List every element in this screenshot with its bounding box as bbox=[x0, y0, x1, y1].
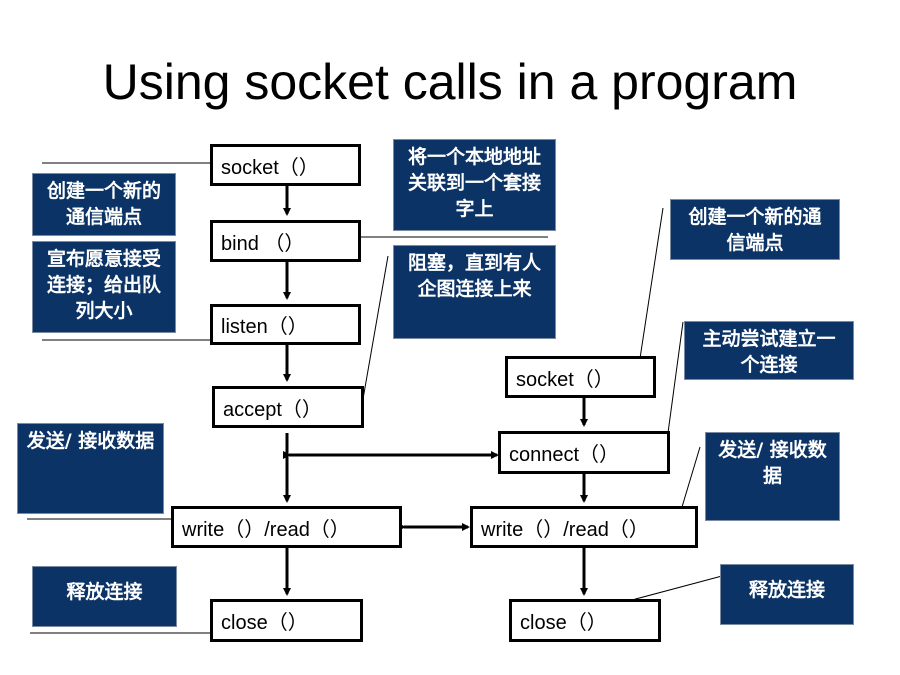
note-try-connect: 主动尝试建立一个连接 bbox=[684, 321, 854, 380]
note-send-recv-left: 发送/ 接收数据 bbox=[17, 423, 164, 514]
client-socket-box: socket（） bbox=[505, 356, 656, 398]
server-bind-box: bind （） bbox=[210, 220, 361, 262]
note-release-left: 释放连接 bbox=[32, 566, 177, 627]
note-send-recv-right: 发送/ 接收数据 bbox=[705, 432, 840, 521]
server-socket-box: socket（） bbox=[210, 144, 361, 186]
note-release-right: 释放连接 bbox=[720, 564, 854, 625]
note-bind-address: 将一个本地地址关联到一个套接字上 bbox=[393, 139, 556, 231]
page-title: Using socket calls in a program bbox=[102, 54, 798, 110]
server-close-box: close（） bbox=[210, 599, 363, 642]
note-block-until: 阻塞，直到有人企图连接上来 bbox=[393, 245, 556, 339]
note-create-endpoint-left: 创建一个新的通信端点 bbox=[32, 173, 176, 236]
server-write-read-box: write（）/read（） bbox=[171, 506, 402, 548]
note-create-endpoint-right: 创建一个新的通信端点 bbox=[670, 199, 840, 260]
client-close-box: close（） bbox=[509, 599, 661, 642]
client-connect-box: connect（） bbox=[498, 431, 670, 474]
client-write-read-box: write（）/read（） bbox=[470, 506, 698, 548]
note-announce-queue: 宣布愿意接受连接；给出队列大小 bbox=[32, 241, 176, 333]
server-accept-box: accept（） bbox=[212, 386, 364, 428]
server-listen-box: listen（） bbox=[210, 304, 361, 345]
